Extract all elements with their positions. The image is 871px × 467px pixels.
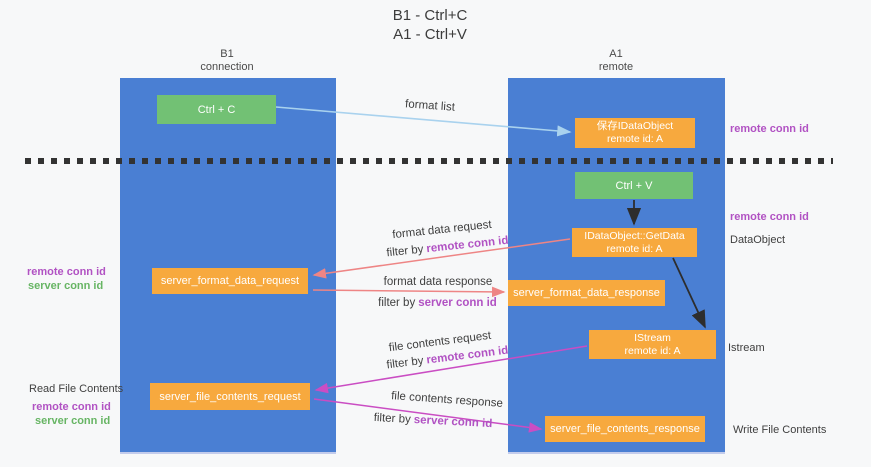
lane-header-b1: B1 connection	[157, 48, 297, 74]
filter-by-text: filter by	[373, 411, 412, 426]
lane-b1-role: connection	[200, 61, 254, 73]
lane-a1-name: A1	[609, 48, 623, 60]
format-data-request-arrow	[312, 238, 571, 279]
dashed-separator	[25, 158, 833, 164]
filter-by-text: filter by	[378, 297, 416, 309]
write-file-contents-label: Write File Contents	[733, 424, 827, 436]
format-data-response-arrow	[312, 286, 506, 298]
remote-conn-id-right-mid-label: remote conn id	[730, 211, 809, 223]
server-format-data-request-box: server_format_data_request	[152, 268, 308, 294]
server-conn-id-text: server conn id	[418, 297, 497, 309]
istream-side-label: Istream	[728, 342, 765, 354]
server-file-contents-response-box: server_file_contents_response	[545, 416, 705, 442]
istream-remote-id: remote id: A	[624, 344, 681, 357]
idataobject-getdata-box: IDataObject::GetData remote id: A	[572, 228, 697, 257]
dataobject-label: DataObject	[730, 234, 786, 246]
getdata-to-istream-arrow	[672, 257, 706, 329]
save-idataobject-box: 保存IDataObject remote id: A	[575, 118, 695, 148]
ctrl-v-box: Ctrl + V	[575, 172, 693, 199]
lane-header-a1: A1 remote	[546, 48, 686, 74]
server-format-data-response-box: server_format_data_response	[508, 280, 665, 306]
server-conn-id-left-bottom-label: server conn id	[35, 415, 111, 427]
format-data-response-label: format data response	[383, 276, 493, 288]
remote-conn-id-left-top-label: remote conn id	[27, 266, 106, 278]
save-idataobject-remote-id: remote id: A	[606, 133, 664, 145]
lane-b1-name: B1	[220, 48, 234, 60]
server-conn-id-left-top-label: server conn id	[28, 280, 104, 292]
format-list-arrow	[275, 106, 572, 137]
title-line-1: B1 - Ctrl+C	[392, 7, 468, 24]
server-file-contents-request-box: server_file_contents_request	[150, 383, 310, 410]
getdata-label: IDataObject::GetData	[584, 229, 685, 242]
getdata-remote-id: remote id: A	[606, 242, 663, 255]
file-contents-response-arrow	[313, 398, 543, 433]
diagram-title: B1 - Ctrl+C A1 - Ctrl+V	[280, 6, 580, 44]
istream-box: IStream remote id: A	[589, 330, 716, 359]
file-contents-request-arrow	[314, 345, 588, 394]
lane-a1-role: remote	[598, 61, 634, 73]
remote-conn-id-left-bottom-label: remote conn id	[32, 401, 111, 413]
title-line-2: A1 - Ctrl+V	[393, 26, 467, 43]
remote-conn-id-right-top-label: remote conn id	[730, 123, 809, 135]
istream-label: IStream	[634, 331, 671, 344]
ctrl-c-box: Ctrl + C	[157, 95, 276, 124]
read-file-contents-label: Read File Contents	[29, 383, 124, 395]
save-idataobject-label: 保存IDataObject	[596, 120, 674, 132]
